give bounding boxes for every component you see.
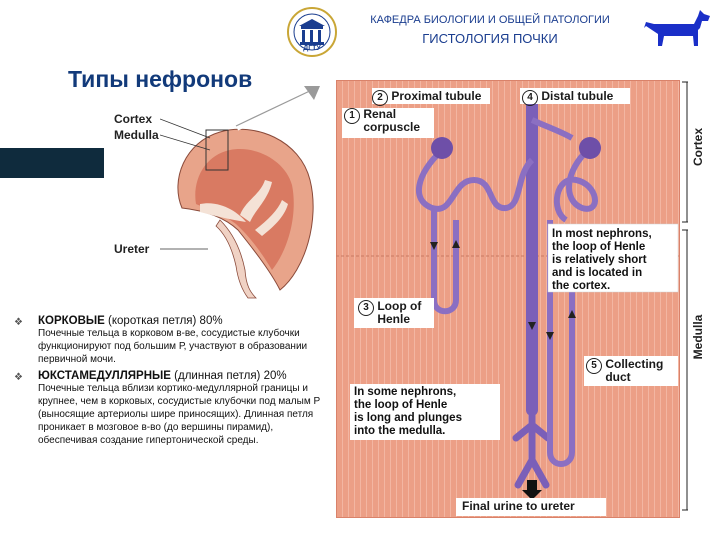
leader-lines: [159, 110, 220, 260]
collecting-duct-label: 5 Collecting duct: [586, 358, 663, 384]
kidney-medulla-label: Medulla: [114, 128, 159, 142]
logo-text: ДГТУ: [303, 45, 321, 52]
department-name: КАФЕДРА БИОЛОГИИ И ОБЩЕЙ ПАТОЛОГИИ: [370, 14, 610, 26]
zoom-arrow-icon: [232, 80, 324, 132]
kidney-illustration: [160, 120, 330, 300]
subject-name: ГИСТОЛОГИЯ ПОЧКИ: [422, 31, 558, 46]
side-bracket: [682, 80, 692, 520]
diamond-bullet-icon: ❖: [14, 372, 23, 383]
kidney-ureter-label: Ureter: [114, 242, 150, 256]
decor-bar: [0, 148, 104, 178]
proximal-tubule-label: 2 Proximal tubule: [372, 90, 481, 106]
dog-icon: [640, 8, 712, 56]
renal-corpuscle-label: 1 Renal corpuscle: [344, 108, 420, 134]
list-item: ❖ КОРКОВЫЕ (короткая петля) 80% Почечные…: [14, 315, 308, 365]
side-medulla-label: Medulla: [691, 314, 705, 360]
loop-of-henle-label: 3 Loop of Henle: [358, 300, 421, 326]
nephron-diagram: [335, 79, 681, 519]
diamond-bullet-icon: ❖: [14, 317, 23, 328]
number-badge: 3: [358, 300, 374, 316]
slide-title: Типы нефронов: [68, 66, 253, 92]
bullet-list: ❖ КОРКОВЫЕ (короткая петля) 80% Почечные…: [14, 315, 332, 451]
long-loop-note: In some nephrons, the loop of Henle is l…: [354, 386, 462, 437]
final-urine-label: Final urine to ureter: [462, 499, 575, 513]
list-item: ❖ ЮКСТАМЕДУЛЛЯРНЫЕ (длинная петля) 20% П…: [14, 370, 321, 446]
distal-tubule-label: 4 Distal tubule: [522, 90, 613, 106]
number-badge: 4: [522, 90, 538, 106]
kidney-cortex-label: Cortex: [114, 112, 153, 126]
university-logo: ДГТУ: [286, 6, 338, 58]
number-badge: 2: [372, 90, 388, 106]
short-loop-note: In most nephrons, the loop of Henle is r…: [552, 228, 652, 292]
number-badge: 5: [586, 358, 602, 374]
side-cortex-label: Cortex: [691, 128, 705, 167]
number-badge: 1: [344, 108, 360, 124]
